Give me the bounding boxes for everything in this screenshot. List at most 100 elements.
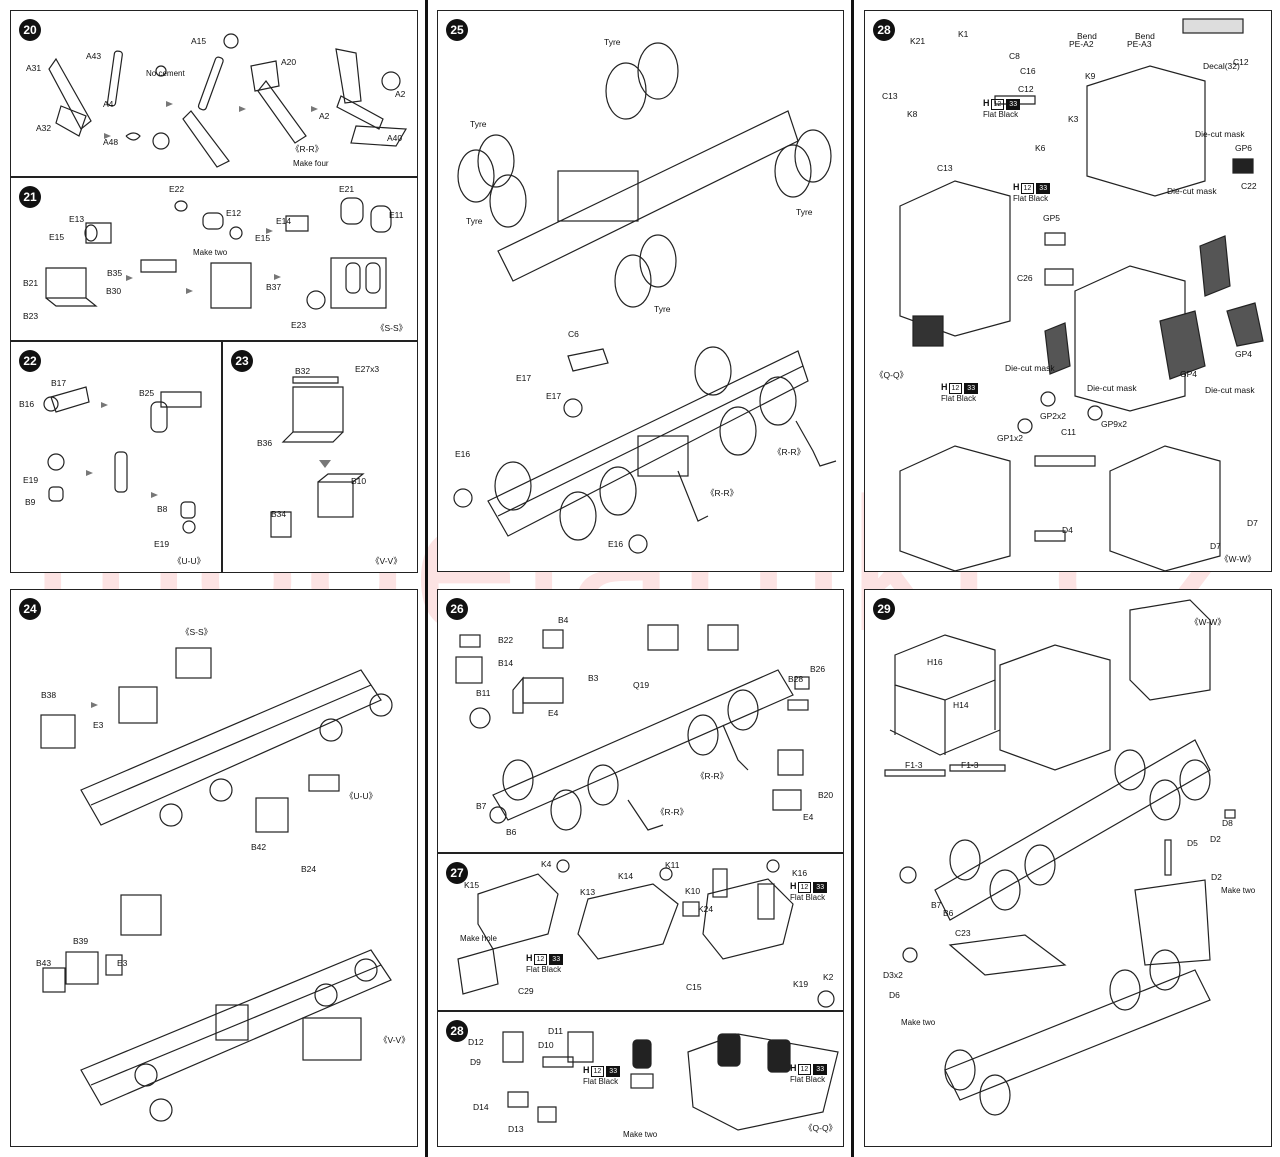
- part-label: Tyre: [796, 207, 813, 217]
- part-label: K16: [792, 868, 808, 878]
- part-label: B43: [36, 958, 52, 968]
- part-label: A40: [387, 133, 403, 143]
- part-label: D3x2: [883, 970, 903, 980]
- part-label: B32: [295, 366, 311, 376]
- part-label: B38: [41, 690, 57, 700]
- part-label: K24: [698, 904, 714, 914]
- part-label: H16: [927, 657, 943, 667]
- part-label: GP9x2: [1101, 419, 1127, 429]
- part-label: Q19: [633, 680, 650, 690]
- instruction-note: Die-cut mask: [1167, 186, 1217, 196]
- part-label: B14: [498, 658, 514, 668]
- step-number: 25: [446, 19, 468, 41]
- step-20-panel: 20 A31 A43 A15 No cement A4 A32 A48 A20 …: [10, 10, 418, 177]
- part-label: E15: [255, 233, 271, 243]
- instruction-note: Make two: [901, 1018, 936, 1027]
- part-label: B6: [943, 908, 954, 918]
- part-label: GP4: [1235, 349, 1253, 359]
- sub-assembly-tag: 《R-R》: [291, 144, 324, 154]
- part-label: K8: [907, 109, 918, 119]
- part-label: Tyre: [654, 304, 671, 314]
- step-23-panel: 23 B32 E27x3 B36 B10 B34 《V-V》: [222, 341, 418, 573]
- part-label: A20: [281, 57, 297, 67]
- sub-assembly-tag: 《S-S》: [376, 323, 408, 333]
- part-label: C16: [1020, 66, 1036, 76]
- part-label: D13: [508, 1124, 524, 1134]
- part-label: K6: [1035, 143, 1046, 153]
- part-label: B4: [558, 615, 569, 625]
- part-label: D2: [1211, 872, 1222, 882]
- step-number: 24: [19, 598, 41, 620]
- part-label: E17: [546, 391, 562, 401]
- step-24-illustration: [40, 647, 393, 1122]
- part-label: E19: [23, 475, 39, 485]
- instruction-note: Make two: [623, 1130, 658, 1139]
- instruction-note: Make two: [193, 248, 228, 257]
- part-label: E19: [154, 539, 170, 549]
- part-label: D6: [889, 990, 900, 1000]
- part-label: B3: [588, 673, 599, 683]
- part-label: K14: [618, 871, 634, 881]
- step-28-cab-panel: 28 K21 K1 C8 Bend PE-A2 Bend PE-A3 C12 D: [864, 10, 1272, 572]
- part-label: GP1x2: [997, 433, 1023, 443]
- part-label: C13: [937, 163, 953, 173]
- part-label: B23: [23, 311, 39, 321]
- step-24-panel: 24 《S-S》 B38 E3 《U-U》 B42 B24 B39 B43 E3: [10, 589, 418, 1147]
- part-label: D11: [548, 1026, 563, 1036]
- part-label: B39: [73, 936, 89, 946]
- part-label: B7: [476, 801, 487, 811]
- part-label: D12: [468, 1037, 484, 1047]
- part-label: K10: [685, 886, 701, 896]
- part-label: B6: [506, 827, 517, 837]
- part-label: C6: [568, 329, 579, 339]
- step-28-seat-illustration: [502, 1031, 839, 1131]
- part-label: C22: [1241, 181, 1257, 191]
- step-number: 22: [19, 350, 41, 372]
- step-20-illustration: [48, 33, 408, 168]
- part-label: C11: [1061, 427, 1076, 437]
- part-label: C29: [518, 986, 534, 996]
- sub-assembly-tag: 《W-W》: [1220, 554, 1256, 564]
- part-label: GP2x2: [1040, 411, 1066, 421]
- step-number: 27: [446, 862, 468, 884]
- step-number: 23: [231, 350, 253, 372]
- step-21-panel: 21 E22 E13 E15 E12 Make two E21 E14 E15 …: [10, 177, 418, 341]
- instruction-note: Die-cut mask: [1195, 129, 1245, 139]
- part-label: H14: [953, 700, 969, 710]
- part-label: D8: [1222, 818, 1233, 828]
- step-29-panel: 29 《W-W》 H16 H14 F1-3 F1-3 D8 D5 D2 D2 M…: [864, 589, 1272, 1147]
- part-label: E22: [169, 184, 185, 194]
- instruction-note: Make hole: [460, 934, 497, 943]
- part-label: C26: [1017, 273, 1033, 283]
- part-label: GP6: [1235, 143, 1253, 153]
- part-label: K15: [464, 880, 480, 890]
- part-label: B37: [266, 282, 282, 292]
- instruction-note: Bend: [1135, 31, 1155, 41]
- part-label: B7: [931, 900, 942, 910]
- part-label: B9: [25, 497, 36, 507]
- step-number: 26: [446, 598, 468, 620]
- part-label: K4: [541, 859, 552, 869]
- part-label: GP4: [1180, 369, 1198, 379]
- part-label: B16: [19, 399, 35, 409]
- part-label: E23: [291, 320, 307, 330]
- part-label: K9: [1085, 71, 1096, 81]
- sub-assembly-tag: 《Q-Q》: [875, 370, 909, 380]
- instruction-note: Make four: [293, 159, 329, 168]
- part-label: B42: [251, 842, 267, 852]
- part-label: B26: [810, 664, 826, 674]
- part-label: C13: [882, 91, 898, 101]
- part-label: E3: [117, 958, 128, 968]
- part-label: D14: [473, 1102, 489, 1112]
- step-21-illustration: [45, 197, 392, 310]
- sub-assembly-tag: 《W-W》: [1190, 617, 1226, 627]
- part-label: F1-3: [961, 760, 979, 770]
- sub-assembly-tag: 《R-R》: [706, 488, 739, 498]
- step-28-cab-illustration: [899, 18, 1264, 571]
- part-label: PE-A2: [1069, 39, 1094, 49]
- sub-assembly-tag: 《R-R》: [656, 807, 689, 817]
- part-label: E13: [69, 214, 85, 224]
